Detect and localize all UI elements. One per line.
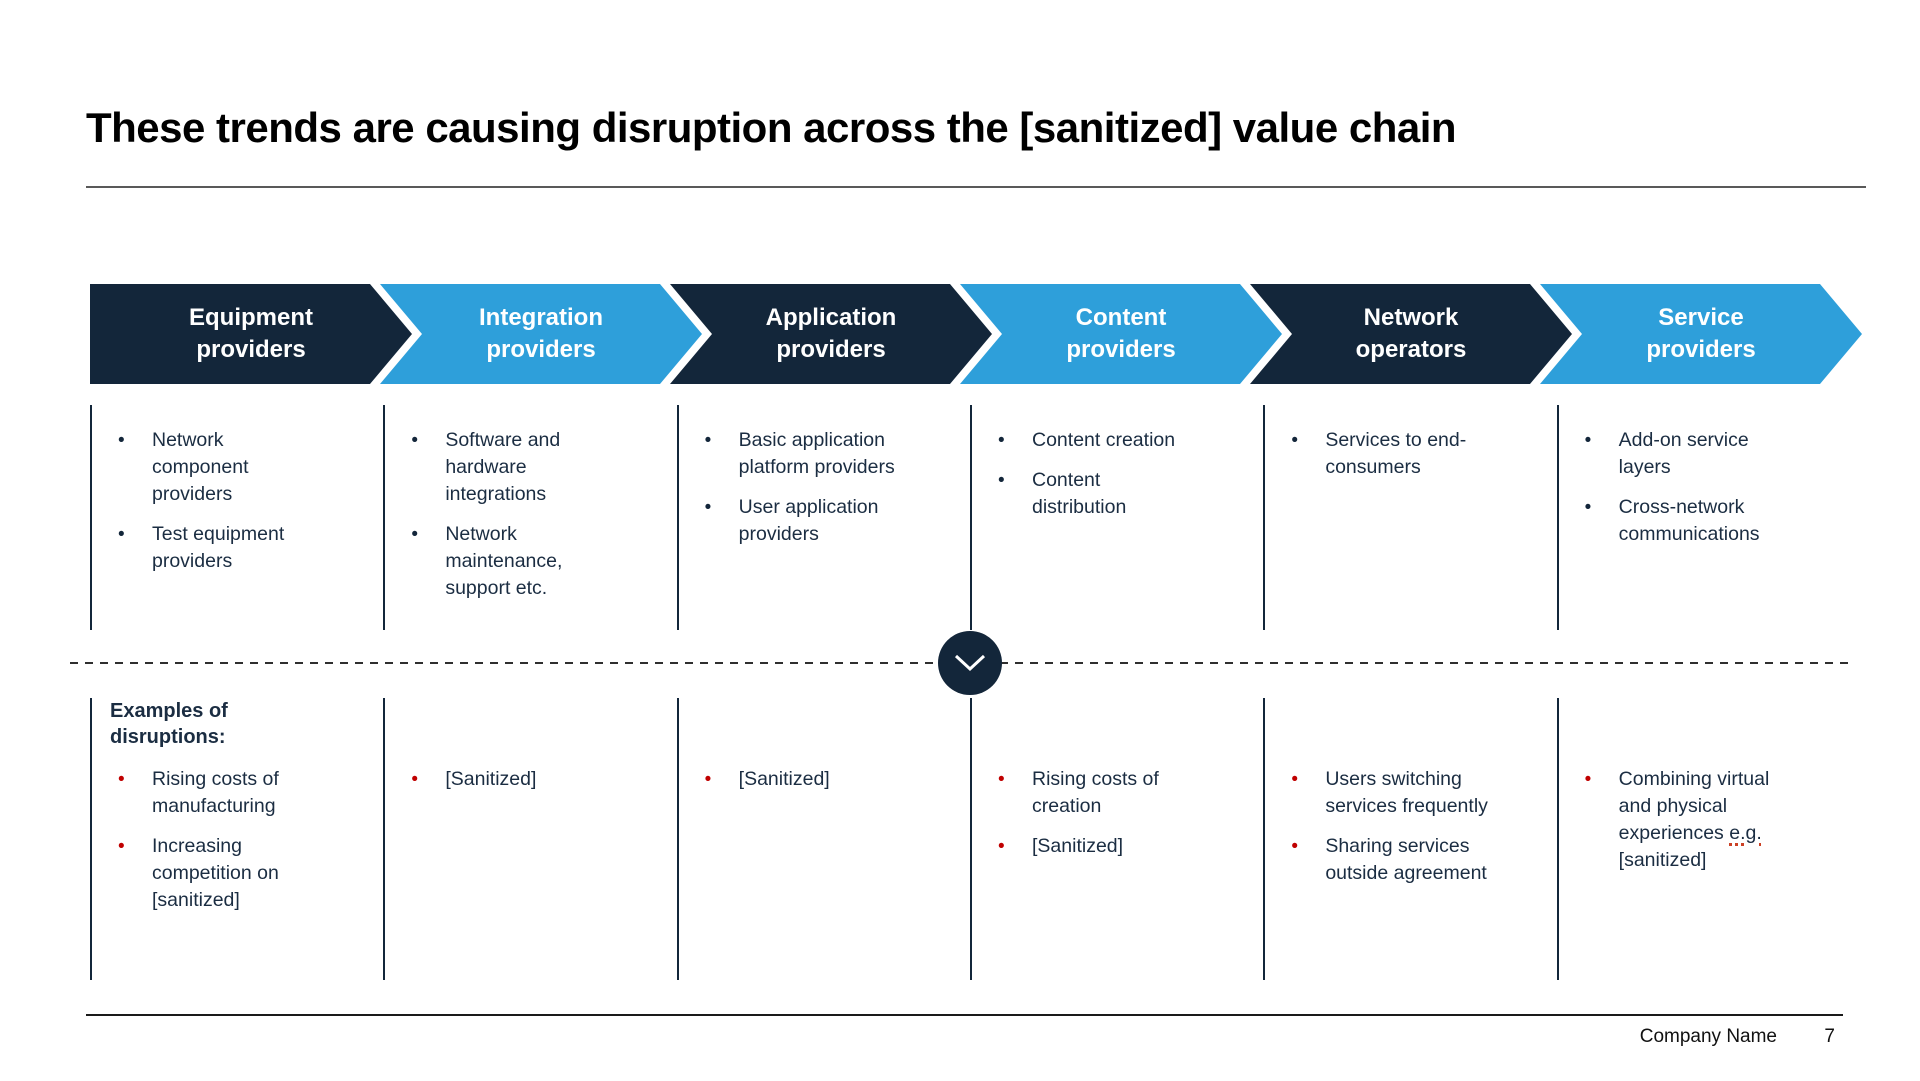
chevron-label: Application providers [765,304,897,363]
roles-section: Network component providers Test equipme… [90,405,1850,630]
bullet-text: Content distribution [1032,469,1127,518]
footer-company-name: Company Name [1639,1026,1777,1047]
disruptions-list: Users switching services frequently Shar… [1265,766,1556,887]
bullet-text: Sharing services outside agreement [1325,835,1487,884]
bullet-text: Network maintenance, support etc. [445,523,563,599]
roles-column-content-providers: Content creation Content distribution [970,405,1263,630]
bullet-text: Basic application platform providers [738,429,895,478]
bullet-item: Rising costs of creation [996,766,1206,820]
roles-column-integration-providers: Software and hardware integrations Netwo… [383,405,676,630]
bullet-text: Content creation [1032,429,1176,451]
bullet-text: Network component providers [152,429,249,505]
chevron-label: Equipment providers [189,304,313,363]
bullet-item: Rising costs of manufacturing [116,766,326,820]
disruptions-column-application-providers: [Sanitized] [676,698,970,980]
header-spacer [1265,698,1556,766]
bullet-item: Basic application platform providers [703,427,901,481]
disruptions-list: Rising costs of creation [Sanitized] [972,766,1263,860]
disruptions-section: Examples of disruptions: Rising costs of… [90,698,1850,980]
roles-column-application-providers: Basic application platform providers Use… [676,405,970,630]
bullet-text: Combining virtual and physical experienc… [1618,768,1770,871]
chevron-equipment-providers: Equipment providers [90,284,412,384]
footer-divider-line [86,1014,1843,1016]
chevron-application-providers: Application providers [670,284,992,384]
bullet-item: Add-on service layers [1583,427,1781,481]
bullet-text: [Sanitized] [1032,835,1124,857]
roles-list: Content creation Content distribution [972,405,1263,521]
bullet-item: [Sanitized] [703,766,913,793]
bullet-text: Increasing competition on [sanitized] [152,835,279,911]
bullet-text: Services to end-consumers [1325,429,1467,478]
footer-page-number: 7 [1824,1026,1835,1047]
roles-column-service-providers: Add-on service layers Cross-network comm… [1556,405,1850,630]
bullet-text: [Sanitized] [738,768,830,790]
roles-list: Basic application platform providers Use… [679,405,970,548]
roles-list: Add-on service layers Cross-network comm… [1559,405,1850,548]
chevron-label: Content providers [1066,304,1176,363]
roles-list: Software and hardware integrations Netwo… [385,405,676,602]
roles-column-network-operators: Services to end-consumers [1263,405,1556,630]
title-divider-line [86,186,1866,188]
bullet-item: [Sanitized] [409,766,619,793]
roles-list: Network component providers Test equipme… [92,405,383,575]
chevron-network-operators: Network operators [1250,284,1572,384]
bullet-text: Cross-network communications [1618,496,1760,545]
chevron-service-providers: Service providers [1540,284,1862,384]
disruptions-list: Rising costs of manufacturing Increasing… [92,766,383,914]
chevron-label: Integration providers [479,304,603,363]
bullet-text: Rising costs of creation [1032,768,1159,817]
bullet-item: Content distribution [996,467,1194,521]
bullet-item: Combining virtual and physical experienc… [1583,766,1793,874]
disruptions-column-network-operators: Users switching services frequently Shar… [1263,698,1556,980]
bullet-item: Network component providers [116,427,314,508]
bullet-item: Cross-network communications [1583,494,1781,548]
roles-column-equipment-providers: Network component providers Test equipme… [90,405,383,630]
slide-title: These trends are causing disruption acro… [86,104,1457,151]
bullet-item: Content creation [996,427,1194,454]
disruptions-column-equipment-providers: Examples of disruptions: Rising costs of… [90,698,383,980]
chevron-content-providers: Content providers [960,284,1282,384]
bullet-text: Rising costs of manufacturing [152,768,279,817]
bullet-item: Users switching services frequently [1289,766,1499,820]
disruptions-list: [Sanitized] [679,766,970,793]
disruptions-column-service-providers: Combining virtual and physical experienc… [1556,698,1850,980]
value-chain-chevron-row: Equipment providers Integration provider… [90,284,1862,384]
bullet-item: Software and hardware integrations [409,427,607,508]
bullet-text: [Sanitized] [445,768,537,790]
header-spacer [1559,698,1850,766]
chevron-label: Service providers [1646,304,1756,363]
bullet-item: Services to end-consumers [1289,427,1487,481]
bullet-item: Network maintenance, support etc. [409,521,607,602]
chevron-label: Network operators [1355,304,1467,363]
bullet-text: Test equipment providers [152,523,285,572]
disruptions-column-content-providers: Rising costs of creation [Sanitized] [970,698,1263,980]
bullet-text: Users switching services frequently [1325,768,1488,817]
header-spacer [385,698,676,766]
bullet-text: Software and hardware integrations [445,429,561,505]
examples-of-disruptions-heading: Examples of disruptions: [110,700,228,748]
header-spacer [679,698,970,766]
chevron-integration-providers: Integration providers [380,284,702,384]
bullet-text: User application providers [738,496,879,545]
bullet-item: [Sanitized] [996,833,1206,860]
bullet-item: Test equipment providers [116,521,314,575]
disruptions-list: [Sanitized] [385,766,676,793]
roles-list: Services to end-consumers [1265,405,1556,481]
bullet-text: Add-on service layers [1618,429,1749,478]
disruptions-list: Combining virtual and physical experienc… [1559,766,1850,874]
chevron-down-icon [938,631,1002,695]
header-spacer [972,698,1263,766]
bullet-item: Increasing competition on [sanitized] [116,833,326,914]
bullet-item: User application providers [703,494,901,548]
bullet-item: Sharing services outside agreement [1289,833,1499,887]
disruptions-column-integration-providers: [Sanitized] [383,698,676,980]
